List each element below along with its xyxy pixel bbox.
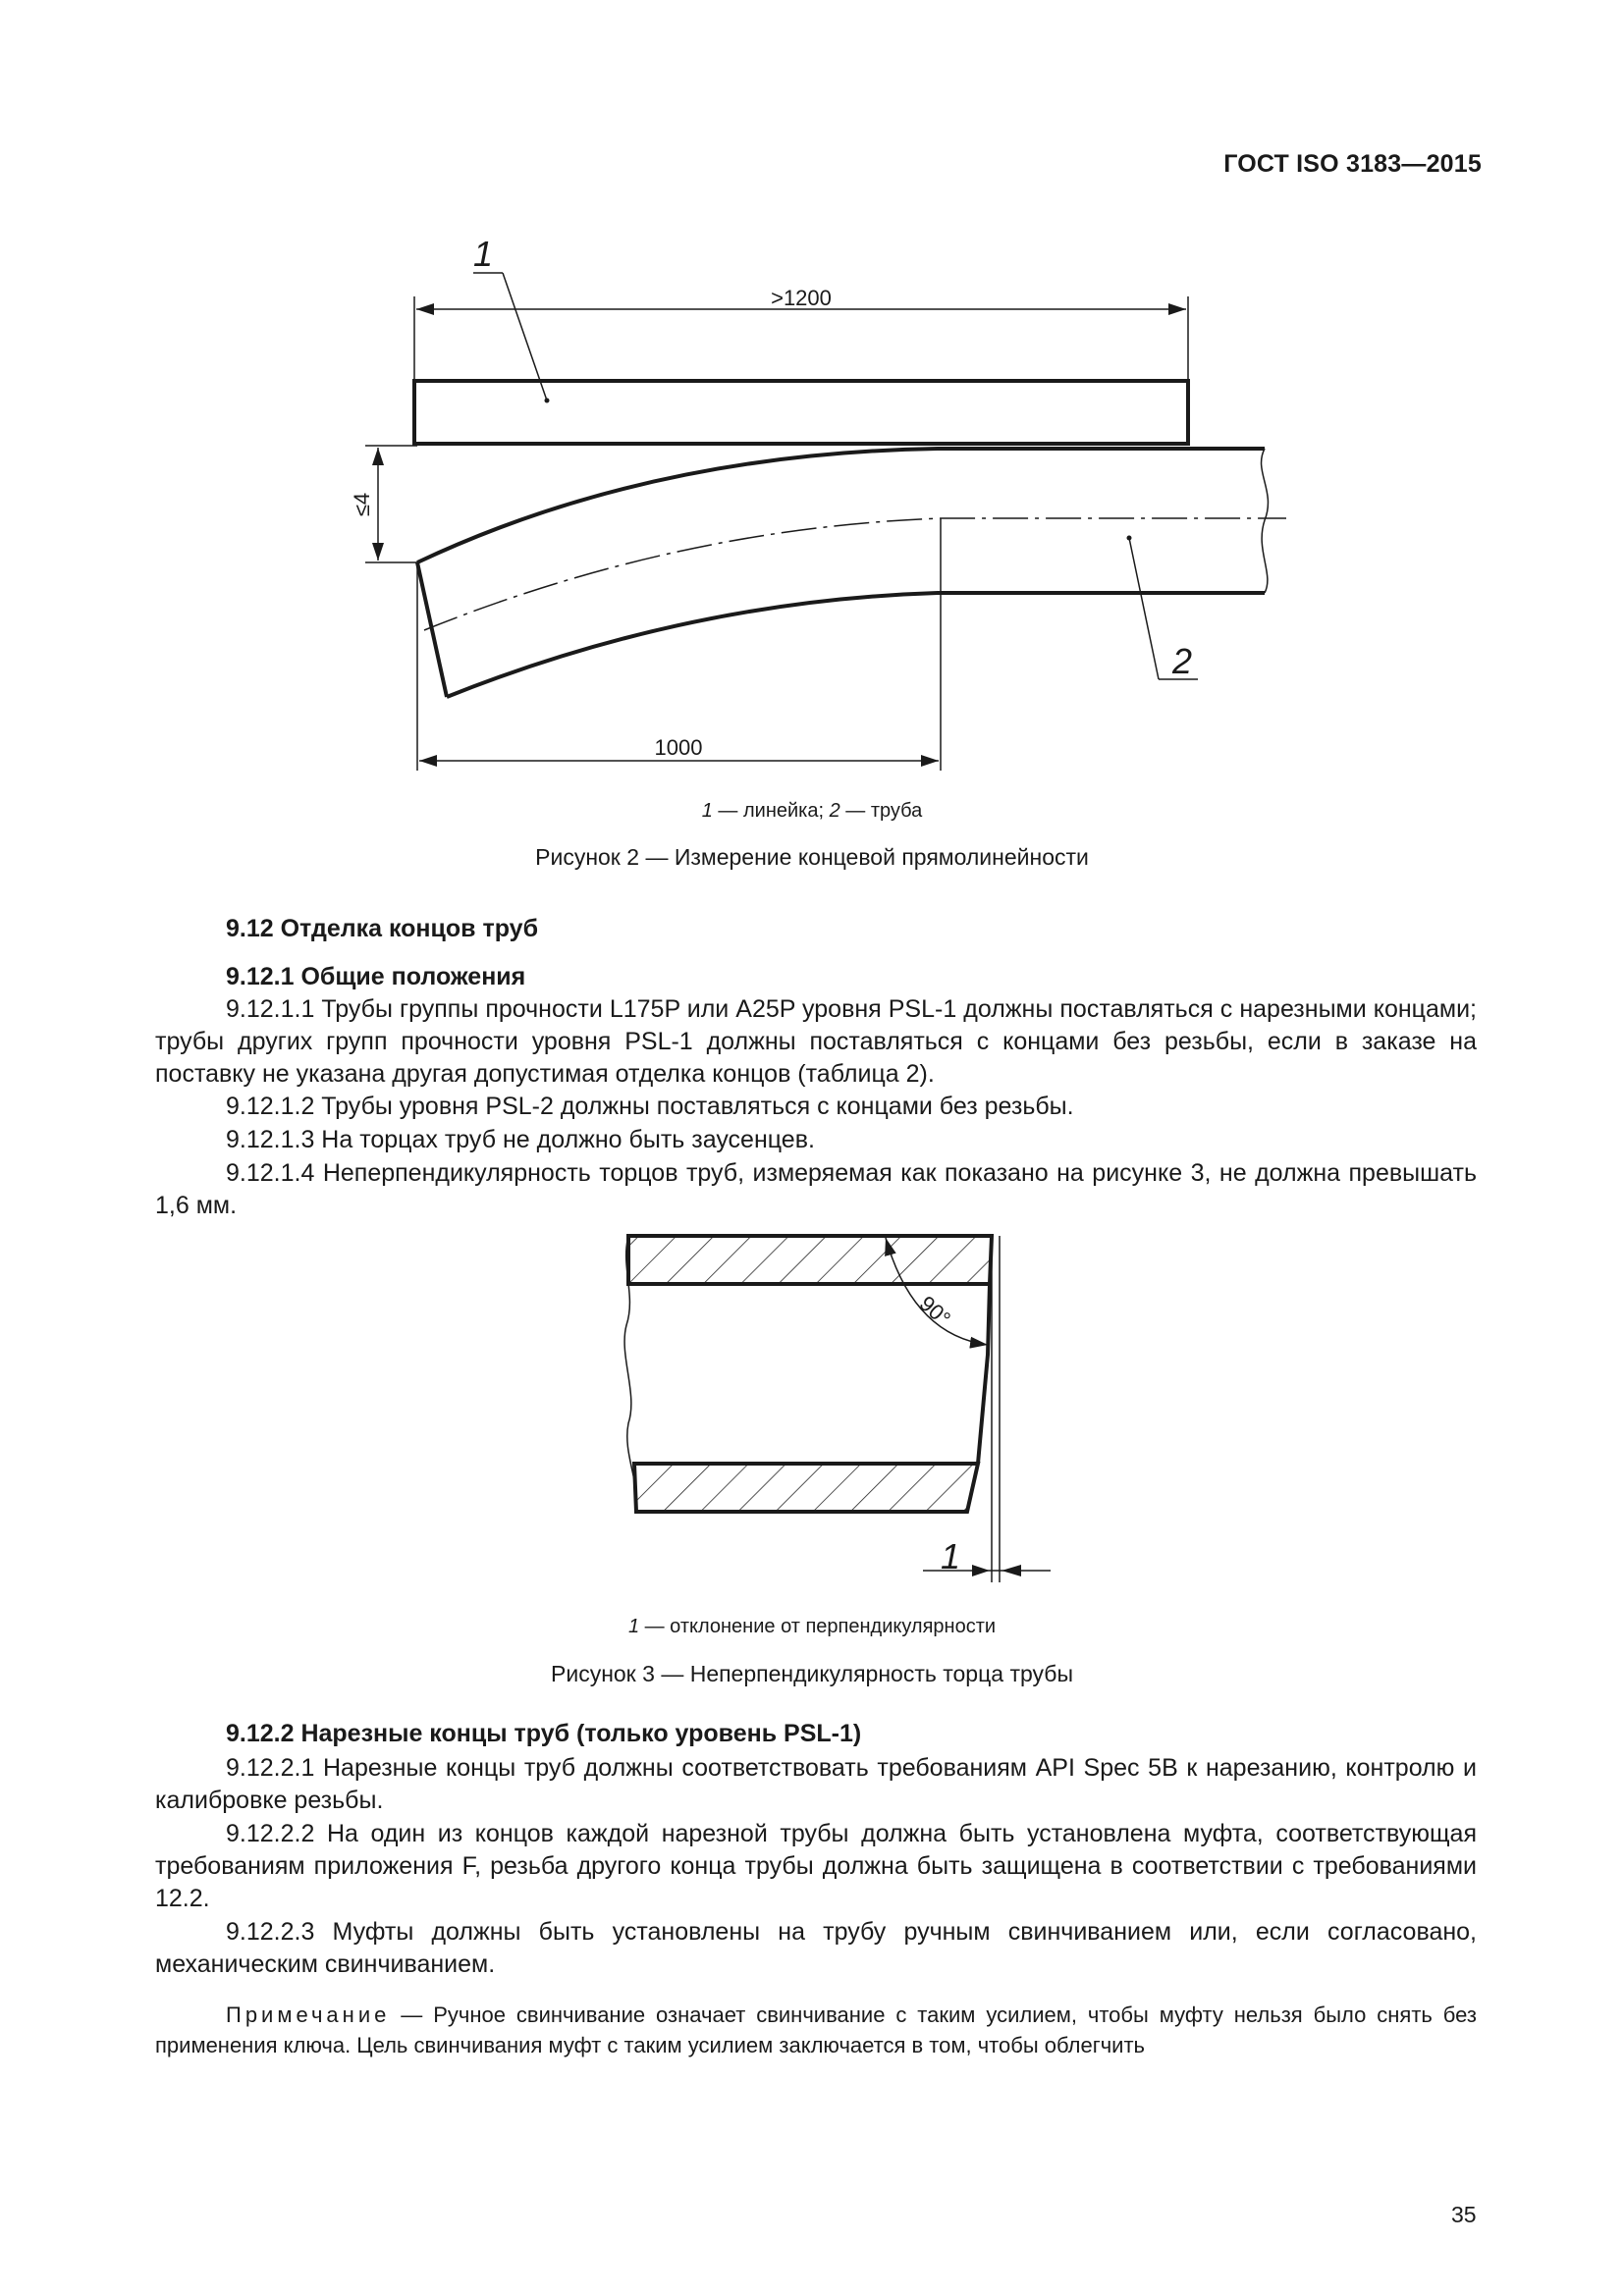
paragraph-9-12-1-4: 9.12.1.4 Неперпендикулярность торцов тру…: [155, 1159, 1477, 1219]
figure-3-legend: 1 — отклонение от перпендикулярности: [627, 1616, 997, 1637]
paragraph-9-12-1-2: 9.12.1.2 Трубы уровня PSL-2 должны поста…: [226, 1093, 1074, 1120]
page-number: 35: [1451, 2202, 1477, 2227]
pipe-label: 2: [1171, 641, 1192, 681]
dimension-top-value: >1200: [771, 286, 832, 310]
pipe-break-line: [623, 1235, 638, 1513]
pipe-wall-top: [626, 1234, 995, 1286]
figure-2-caption: Рисунок 2 — Измерение концевой прямолине…: [535, 844, 1089, 870]
ruler-shape: [412, 379, 1190, 446]
pipe-bottom-edge: [446, 591, 1265, 699]
note-text: — Ручное свинчивание означает свинчивани…: [155, 2002, 1477, 2057]
deviation-label: 1: [941, 1536, 960, 1576]
dimension-side-value: ≤4: [350, 493, 374, 516]
pipe-end-face: [976, 1283, 992, 1465]
section-9-12-1-heading: 9.12.1 Общие положения: [226, 963, 526, 990]
document-header: ГОСТ ISO 3183—2015: [1223, 150, 1482, 178]
angle-label: 90°: [915, 1291, 955, 1331]
paragraph-9-12-2-3: 9.12.2.3 Муфты должны быть установлены н…: [155, 1918, 1477, 1978]
pipe-wall-bottom: [631, 1462, 981, 1514]
section-9-12-heading: 9.12 Отделка концов труб: [226, 915, 539, 942]
paragraph-9-12-2-1: 9.12.2.1 Нарезные концы труб должны соот…: [155, 1754, 1477, 1814]
figure-2-drawing: 1 2 >1200 1000 ≤4: [350, 234, 1286, 771]
figure-3-caption: Рисунок 3 — Неперпендикулярность торца т…: [551, 1661, 1073, 1686]
paragraph-9-12-2-2: 9.12.2.2 На один из концов каждой нарезн…: [155, 1820, 1477, 1912]
ruler-label: 1: [473, 234, 493, 274]
pipe-top-edge: [416, 447, 1265, 564]
note-label: Примечание: [226, 2002, 391, 2027]
section-9-12-2-heading: 9.12.2 Нарезные концы труб (только урове…: [226, 1720, 862, 1747]
note-paragraph: Примечание — Ручное свинчивание означает…: [155, 2000, 1477, 2060]
pipe-centerline: [423, 517, 1286, 631]
pipe-break-line: [1260, 448, 1270, 594]
figure-2-legend: 1 — линейка; 2 — труба: [701, 800, 923, 822]
paragraph-9-12-1-3: 9.12.1.3 На торцах труб не должно быть з…: [226, 1126, 815, 1153]
dimension-bottom-value: 1000: [655, 735, 703, 760]
angle-arc: [885, 1237, 989, 1349]
pipe-end-face: [415, 561, 449, 698]
figure-3-drawing: 90° 1: [623, 1234, 1051, 1582]
paragraph-9-12-1-1: 9.12.1.1 Трубы группы прочности L175P ил…: [155, 995, 1477, 1088]
